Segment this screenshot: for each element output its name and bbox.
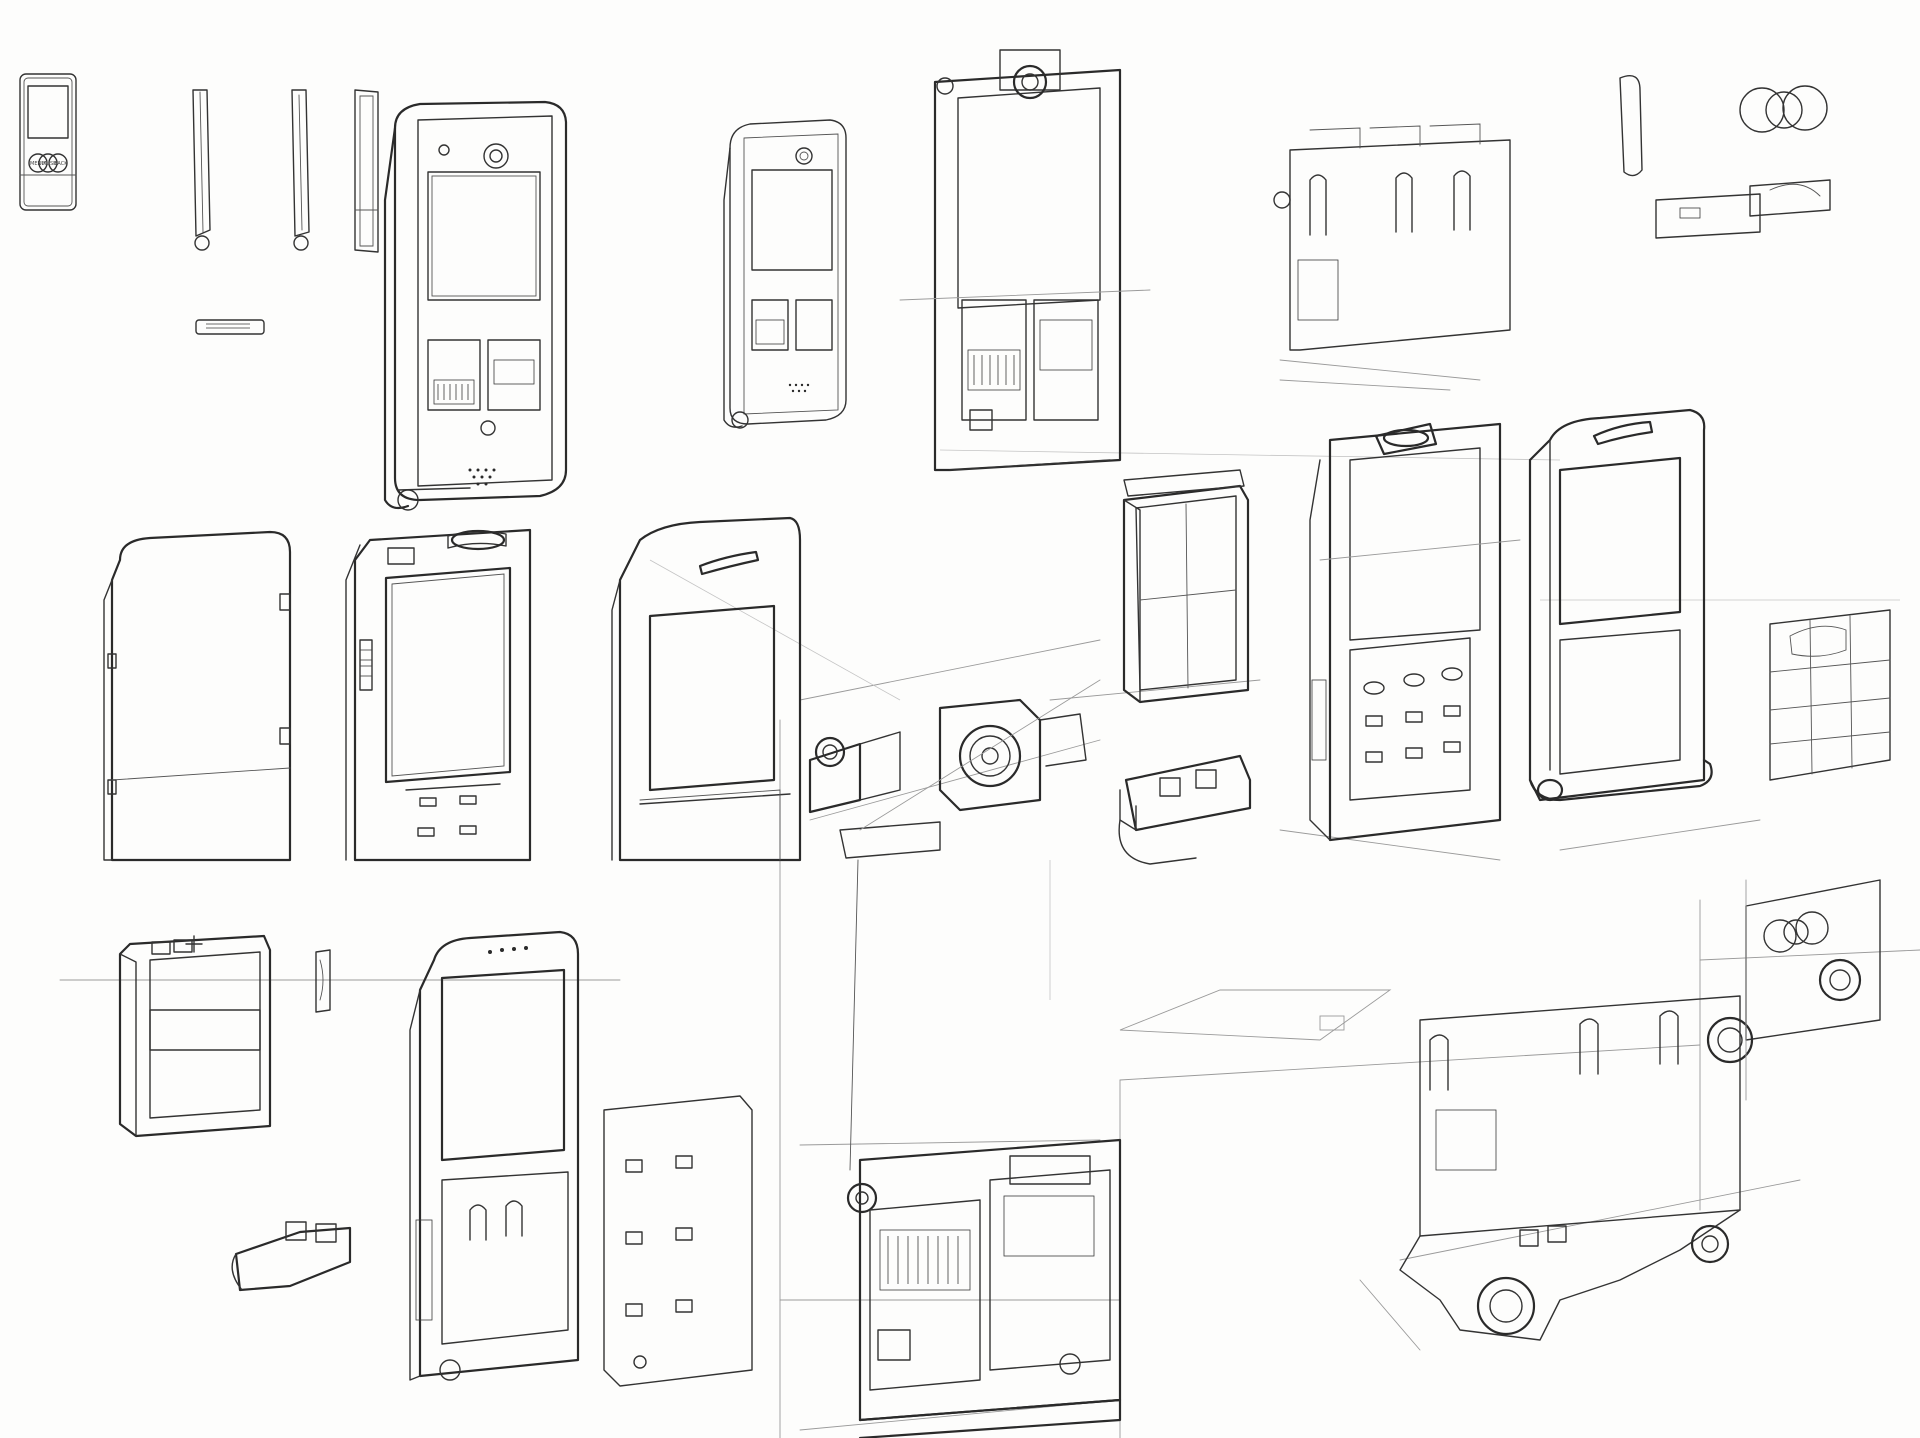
phone-side-view-left <box>192 89 211 251</box>
battery-isometric <box>1122 469 1250 704</box>
speaker-grille-dots <box>468 468 496 486</box>
front-bezel-frame <box>611 516 802 862</box>
keypad-membrane-overlay <box>1769 609 1891 781</box>
battery-pack <box>118 934 272 1138</box>
phone-front-thumbnail: MENU MUSIC BACK <box>19 73 77 211</box>
slide-module-small <box>231 1221 352 1292</box>
phone-chassis-frame <box>899 49 1151 472</box>
ghost-pcb-sheet <box>1119 989 1392 1041</box>
keypad-label-music: MUSIC <box>42 161 59 167</box>
slide-rail-module <box>1118 754 1252 865</box>
front-housing-with-display <box>345 528 532 862</box>
phone-side-view-right <box>291 89 310 251</box>
phone-top-edge-view <box>195 319 265 335</box>
phone-isometric-internals-medium <box>723 119 847 429</box>
keypad-circuit-board <box>1273 123 1511 391</box>
phone-back-edge-view <box>354 89 379 253</box>
front-frame-with-hinge <box>1528 408 1713 802</box>
keypad-dome-sheet <box>603 1095 753 1387</box>
navigation-keypad-large <box>1706 879 1881 1101</box>
camera-module-assembly <box>808 679 1101 1171</box>
side-button-part <box>1619 75 1643 177</box>
side-key-part <box>315 949 331 1013</box>
chassis-bottom-large-detail <box>846 1138 1122 1438</box>
phone-isometric-internals-large <box>383 100 568 511</box>
keypad-label-menu: MENU <box>30 161 45 167</box>
main-board-display-assembly <box>1309 422 1521 842</box>
keypad-buttons-strip <box>1655 179 1831 239</box>
navigation-ring-part <box>1739 85 1828 133</box>
front-housing-assembled <box>409 930 580 1381</box>
battery-back-cover <box>103 530 292 862</box>
keypad-board-large-detail <box>1399 995 1741 1341</box>
speaker-grille-dots-medium <box>788 383 810 393</box>
keypad-label-back: BACK <box>54 161 68 167</box>
